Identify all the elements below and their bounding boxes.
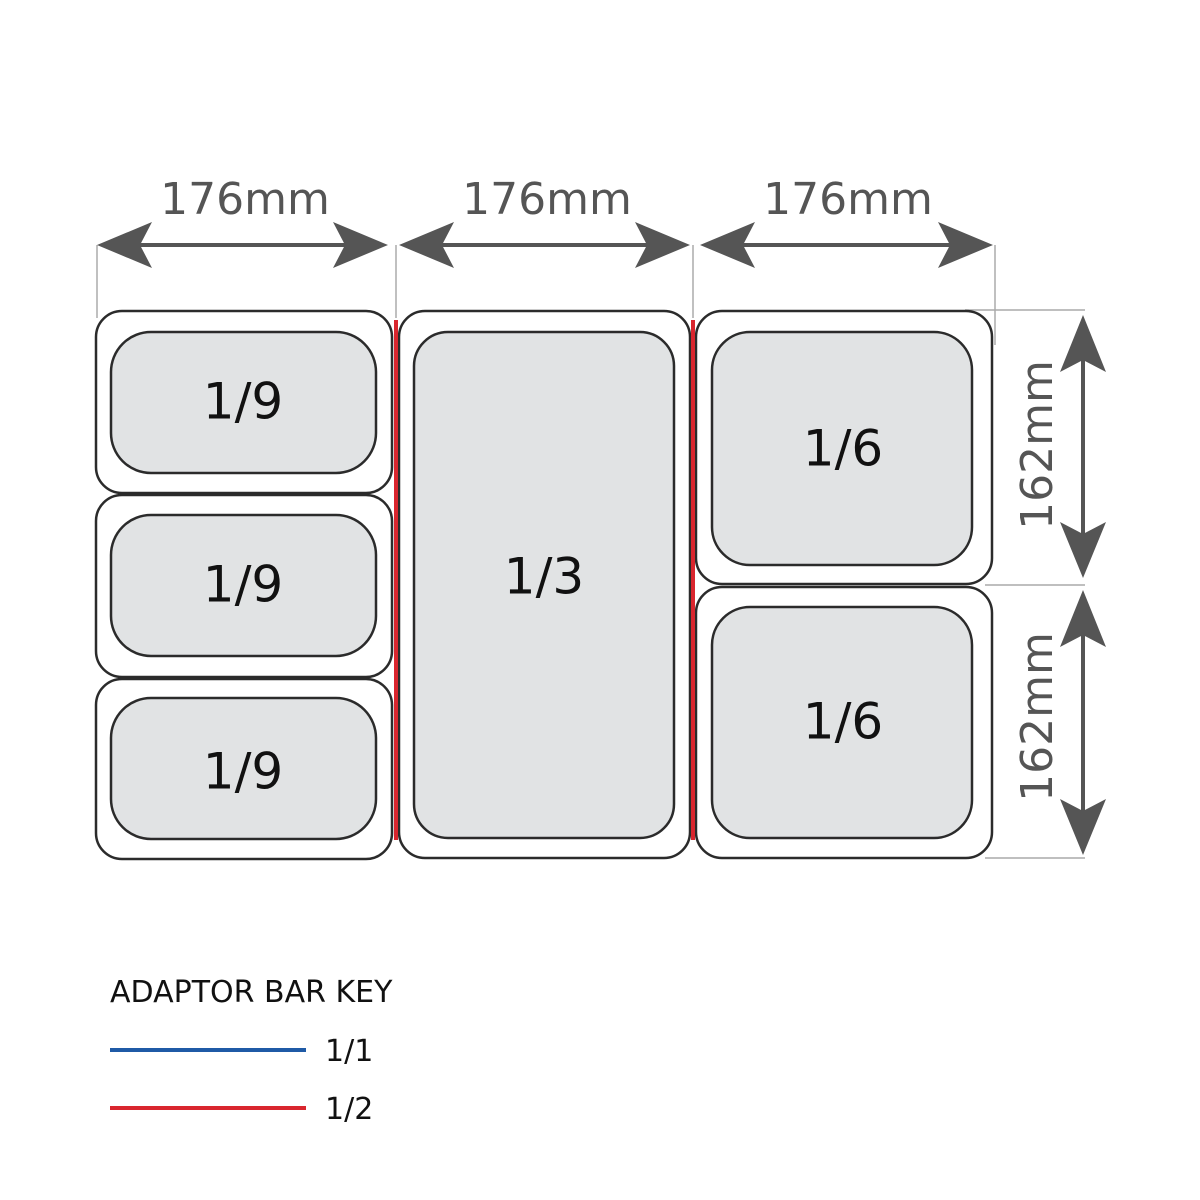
pan-1-9-middle: 1/9 [94,493,394,679]
arrow-up-icon [1060,590,1106,647]
width-label: 176mm [160,174,330,225]
pan-label: 1/9 [203,373,283,431]
height-dimension-1: 162mm [1012,315,1106,578]
arrow-down-icon [1060,522,1106,578]
pan-1-9-bottom: 1/9 [94,677,394,861]
pan-label: 1/6 [803,420,883,478]
pan-1-3: 1/3 [397,309,692,860]
arrow-left-icon [97,222,152,268]
height-label: 162mm [1012,360,1063,530]
pan-1-6-bottom: 1/6 [694,585,994,860]
legend-title: ADAPTOR BAR KEY [110,975,393,1010]
legend-label: 1/2 [325,1092,373,1127]
width-dimension-2: 176mm [399,174,690,268]
width-dimension-1: 176mm [97,174,388,268]
width-label: 176mm [763,174,933,225]
pan-label: 1/6 [803,693,883,751]
width-label: 176mm [462,174,632,225]
legend: ADAPTOR BAR KEY 1/1 1/2 [110,975,393,1127]
arrow-left-icon [399,222,454,268]
width-dimension-3: 176mm [700,174,993,268]
arrow-right-icon [333,222,388,268]
extension-lines [96,245,1085,859]
arrow-right-icon [635,222,690,268]
pan-1-6-top: 1/6 [694,309,994,586]
arrow-right-icon [938,222,993,268]
legend-label: 1/1 [325,1034,373,1069]
pan-label: 1/9 [203,556,283,614]
height-label: 162mm [1012,632,1063,802]
arrow-down-icon [1060,799,1106,855]
pan-label: 1/9 [203,743,283,801]
height-dimension-2: 162mm [1012,590,1106,855]
pan-1-9-top: 1/9 [94,309,394,495]
arrow-up-icon [1060,315,1106,372]
pan-label: 1/3 [504,548,584,606]
arrow-left-icon [700,222,755,268]
